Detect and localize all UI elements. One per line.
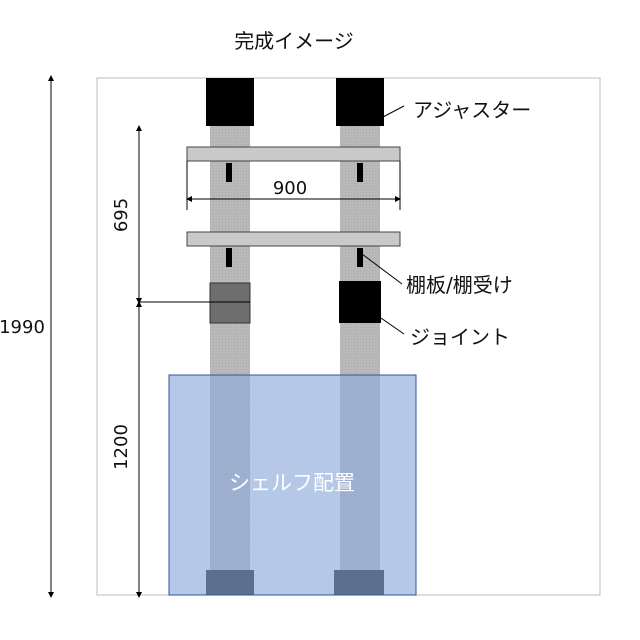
shelf-bracket <box>226 163 232 182</box>
lower-height-value: 1200 <box>111 424 132 470</box>
upper-height-value: 695 <box>111 198 132 232</box>
shelf-bracket <box>357 248 363 267</box>
shelf-bracket <box>357 163 363 182</box>
shelf-bracket <box>226 248 232 267</box>
shelf-leader-line <box>361 253 403 285</box>
right-adjuster-top <box>336 78 384 126</box>
left-joint <box>209 282 251 324</box>
shelf-board-lower <box>186 231 401 247</box>
shelf-board-upper <box>186 146 401 162</box>
shelf-label: 棚板/棚受け <box>406 273 513 297</box>
right-joint <box>339 281 381 323</box>
left-adjuster-top <box>206 78 254 126</box>
joint-label: ジョイント <box>410 325 510 349</box>
page-title: 完成イメージ <box>234 29 354 53</box>
adjuster-label: アジャスター <box>413 98 531 122</box>
width-value: 900 <box>273 178 307 199</box>
shelf-placement-label: シェルフ配置 <box>229 471 355 495</box>
shelf-placement-overlay <box>168 374 417 596</box>
joint-leader-line <box>380 317 405 335</box>
total-height-value: 1990 <box>0 317 45 338</box>
adjuster-leader-line <box>380 105 405 119</box>
